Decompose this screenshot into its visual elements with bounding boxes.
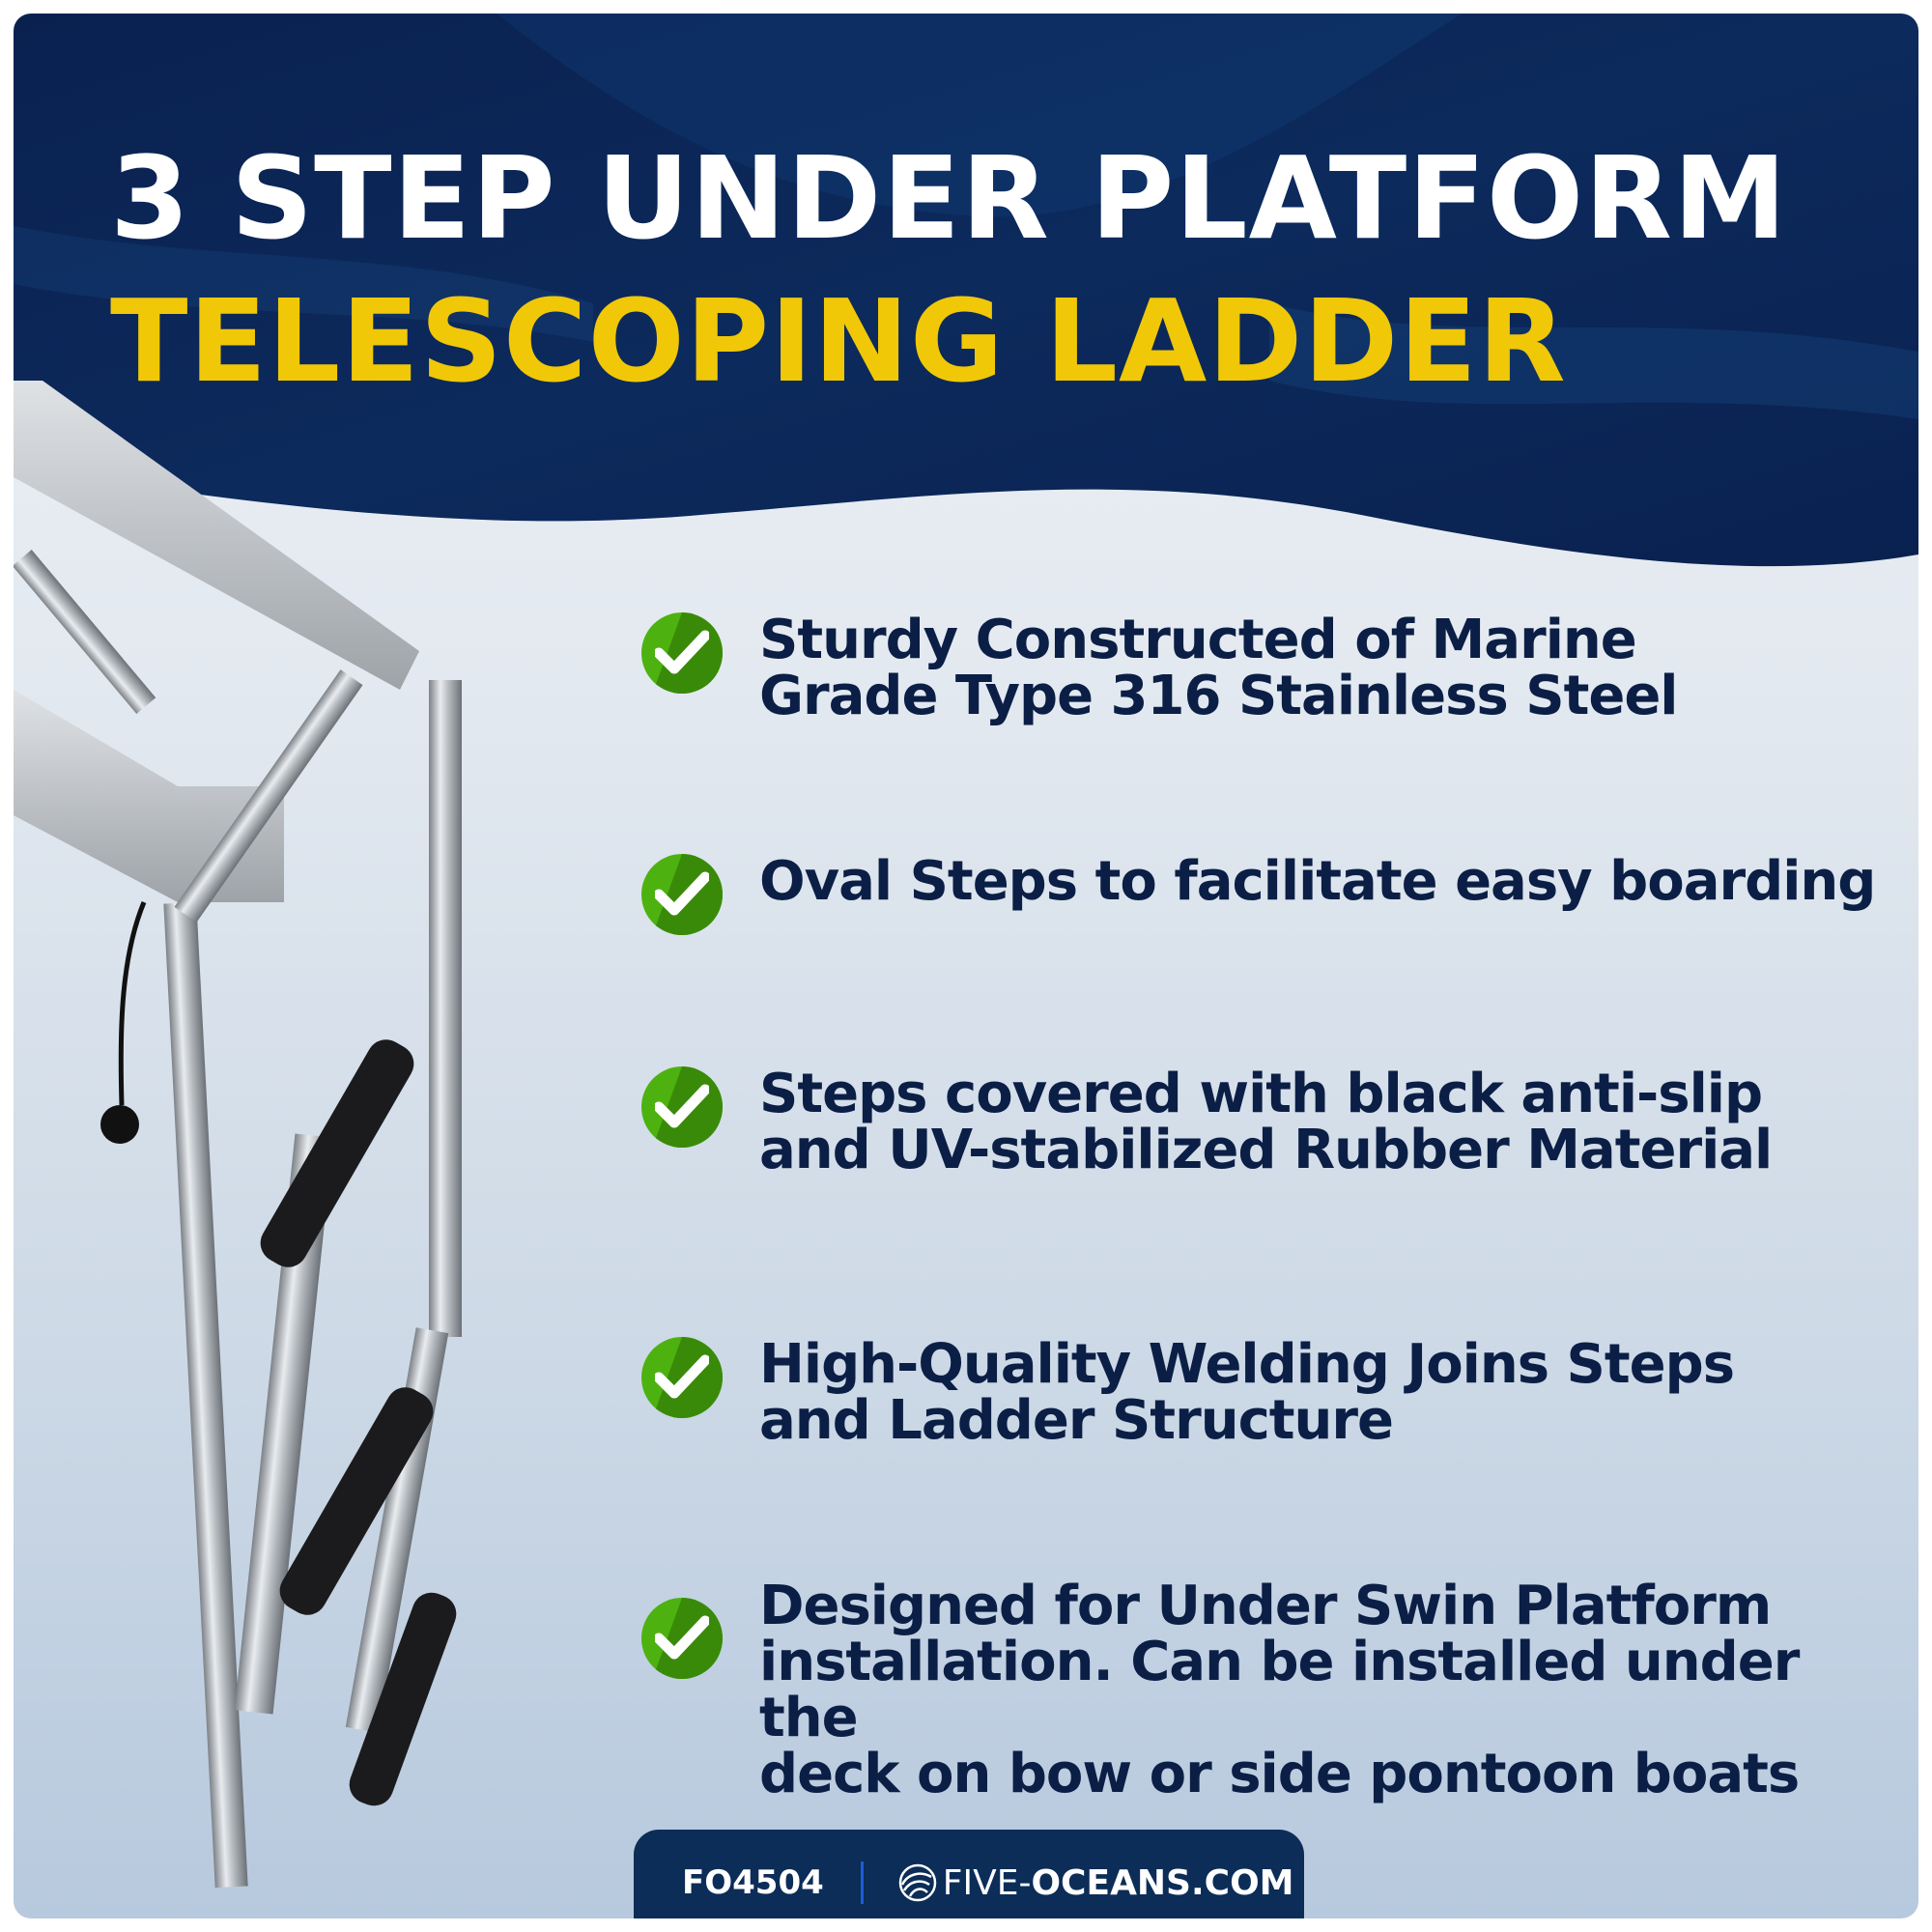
website-link[interactable]: FIVE-OCEANS.COM [942,1862,1294,1903]
check-circle-icon [641,1598,723,1679]
check-circle-icon [641,612,723,694]
feature-item: Oval Steps to facilitate easy boarding [641,850,1876,935]
infographic-card: 3 STEP UNDER PLATFORM TELESCOPING LADDER [14,14,1918,1918]
ladder-product-image [14,381,462,1889]
check-circle-icon [641,854,723,935]
check-circle-icon [641,1337,723,1418]
footer-badge: FO4504 FIVE-OCEANS.COM [634,1830,1304,1918]
shell-wave-logo-icon [898,1863,937,1902]
check-circle-icon [641,1066,723,1148]
sku-label: FO4504 [682,1863,824,1902]
wave-background [14,14,1918,567]
title-line-2: TELESCOPING LADDER [110,274,1567,408]
divider [860,1861,864,1904]
header-banner: 3 STEP UNDER PLATFORM TELESCOPING LADDER [14,14,1918,593]
title-line-1: 3 STEP UNDER PLATFORM [110,131,1788,265]
feature-text: Oval Steps to facilitate easy boarding [759,850,1876,913]
